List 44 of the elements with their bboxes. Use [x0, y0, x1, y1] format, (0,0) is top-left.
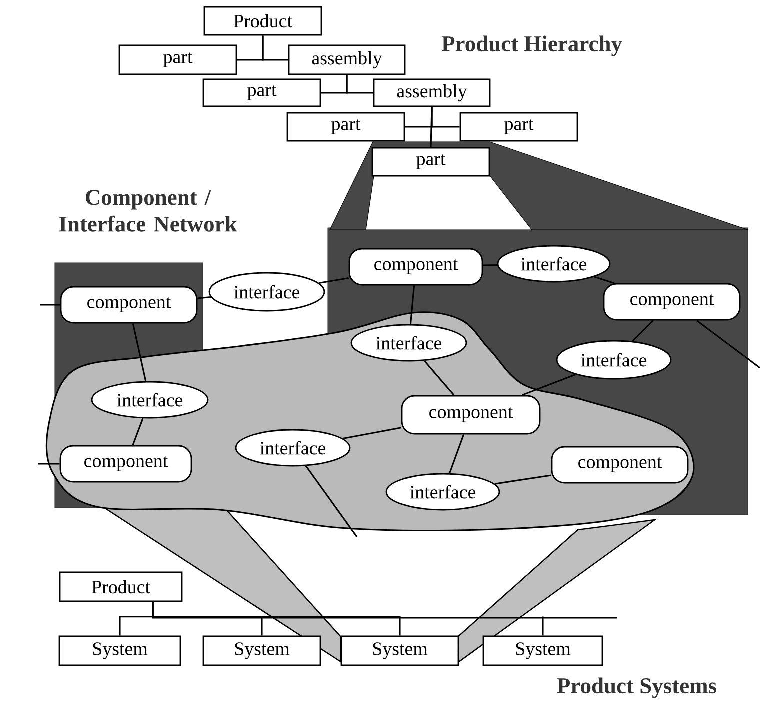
connector-line — [198, 296, 211, 300]
connector-line — [410, 286, 416, 324]
connector-line — [430, 107, 433, 148]
component-box: component — [603, 283, 741, 321]
connector-line — [494, 474, 552, 485]
component-box: component — [60, 286, 198, 324]
hierarchy-box: part — [118, 44, 238, 76]
connector-line — [424, 360, 455, 396]
heading: Component / Interface Network — [59, 190, 238, 232]
connector-line — [132, 418, 144, 446]
hierarchy-box: System — [58, 636, 182, 666]
heading: Product Systems — [557, 678, 716, 698]
hierarchy-box: Product — [204, 6, 322, 36]
connector-line — [483, 264, 498, 266]
connector-line — [319, 278, 349, 284]
connector-line — [152, 601, 618, 637]
connector-line — [696, 320, 760, 369]
component-box: component — [551, 446, 689, 484]
connector-line — [132, 324, 147, 382]
hierarchy-box: part — [372, 147, 490, 177]
hierarchy-box: part — [202, 78, 322, 108]
connector-line — [38, 463, 60, 465]
hierarchy-box: Product — [59, 572, 183, 602]
connector-line — [40, 304, 60, 306]
connector-line — [305, 466, 358, 538]
hierarchy-box: System — [482, 636, 604, 666]
connector-line — [346, 75, 374, 94]
connector-line — [594, 276, 614, 284]
component-box: component — [401, 395, 541, 435]
heading: Product Hierarchy — [442, 36, 622, 56]
hierarchy-box: System — [340, 636, 460, 666]
connector-line — [342, 427, 402, 440]
connector-line — [449, 434, 465, 474]
hierarchy-box: assembly — [288, 44, 406, 76]
hierarchy-box: part — [460, 112, 578, 142]
connector-line — [431, 107, 460, 128]
hierarchy-box: System — [202, 636, 322, 666]
connector-line — [632, 320, 654, 342]
connector-line — [522, 374, 576, 396]
component-box: component — [60, 445, 192, 483]
connector-line — [262, 36, 288, 61]
hierarchy-box: part — [286, 112, 406, 142]
component-box: component — [348, 248, 484, 286]
hierarchy-box: assembly — [373, 78, 491, 108]
